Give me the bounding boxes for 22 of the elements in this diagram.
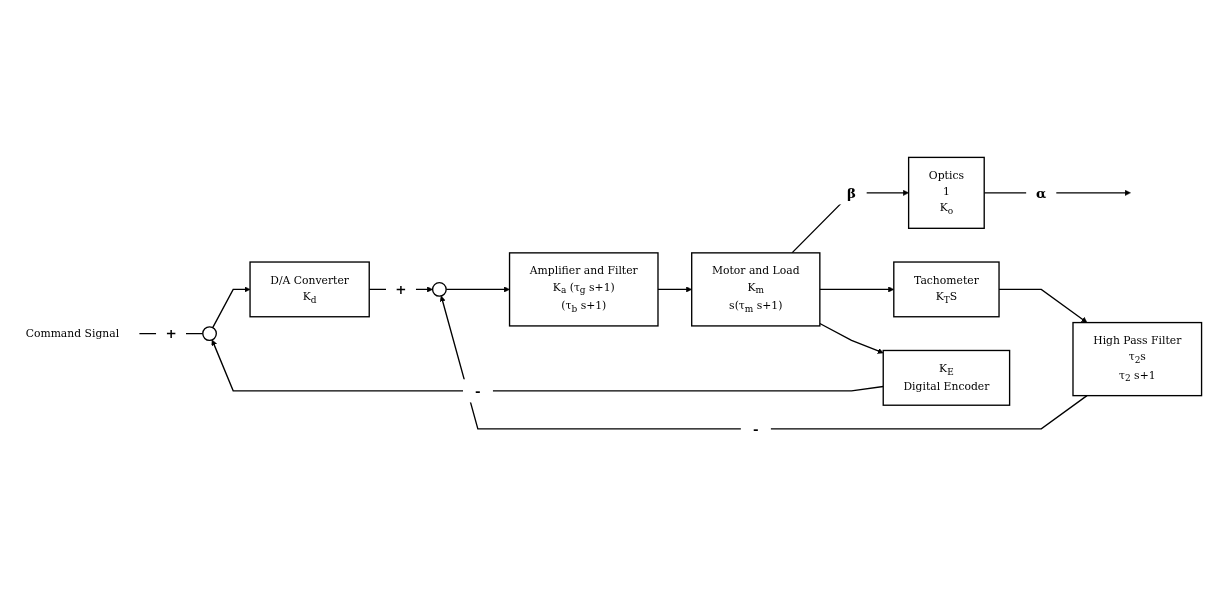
- node-box: High Pass Filter τ$_{2}$s τ$_{2}$ s+1: [1072, 321, 1203, 396]
- node-text: Command Signal: [25, 326, 120, 340]
- edge-label: -: [752, 420, 759, 437]
- arrow: [211, 339, 884, 392]
- node-box: Optics 1 K$_{o}$: [907, 156, 985, 229]
- node-circle: [431, 281, 447, 297]
- edge-label: β: [847, 184, 857, 201]
- edge-label: +: [165, 325, 177, 342]
- node-box: Amplifier and Filter K$_{a}$ (τ$_{g}$ s+1) (τ$_{b}$ s+1): [508, 251, 659, 327]
- node-box: D/A Converter K$_{d}$: [249, 261, 370, 318]
- arrow: [657, 286, 692, 292]
- node-box: Motor and Load K$_{m}$ s(τ$_{m}$ s+1): [691, 251, 821, 327]
- arrow: [439, 295, 1088, 430]
- node-box: K$_{E}$ Digital Encoder: [882, 349, 1011, 406]
- edge-label: -: [475, 382, 481, 399]
- node-circle: [202, 325, 217, 341]
- arrow: [445, 286, 510, 292]
- node-box: Tachometer K$_{T}$S: [893, 261, 1000, 318]
- edge-label: α: [1036, 184, 1047, 201]
- arrow: [212, 286, 251, 328]
- edge-label: +: [395, 280, 407, 298]
- arrow: [819, 322, 884, 354]
